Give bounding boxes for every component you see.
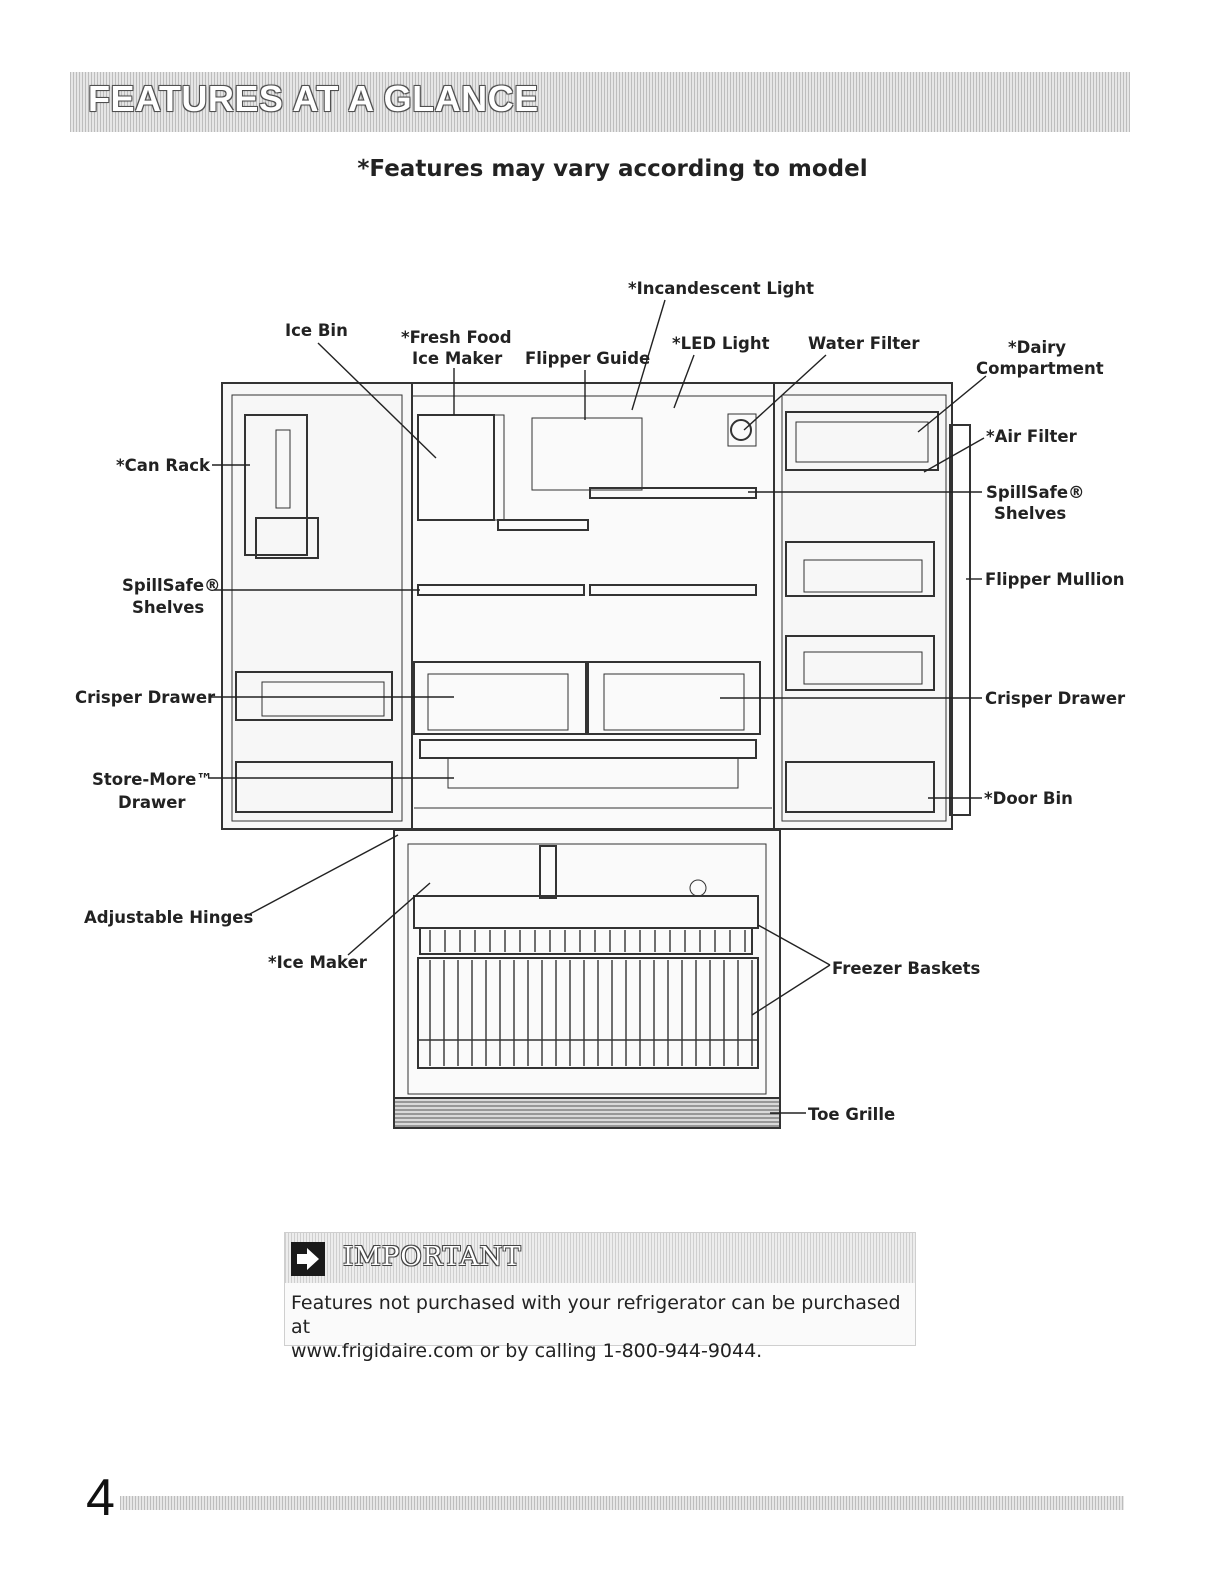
label-ice-maker: *Ice Maker bbox=[268, 953, 368, 972]
flipper-mullion bbox=[949, 424, 971, 816]
label-store-more-drawer: Drawer bbox=[118, 793, 186, 812]
freezer-basket-lower bbox=[417, 957, 759, 1069]
label-spillsafe-right: SpillSafe® bbox=[986, 483, 1085, 502]
freezer-basket-upper bbox=[419, 927, 753, 955]
label-flipper-mullion: Flipper Mullion bbox=[985, 570, 1125, 589]
footer-bar bbox=[120, 1496, 1124, 1510]
important-title: IMPORTANT bbox=[343, 1242, 522, 1272]
left-door-bin-upper bbox=[235, 671, 393, 721]
upper-shelf-right bbox=[589, 487, 757, 499]
leader-water-filter bbox=[743, 354, 827, 431]
store-more-drawer bbox=[447, 757, 739, 789]
label-spillsafe-left: SpillSafe® bbox=[122, 576, 221, 595]
leader-lines bbox=[208, 299, 987, 1114]
label-toe-grille: Toe Grille bbox=[808, 1105, 895, 1124]
important-header: IMPORTANT bbox=[285, 1233, 915, 1283]
can-rack-base bbox=[255, 517, 319, 559]
refrigerator-diagram: *Incandescent Light Ice Bin *Fresh Food … bbox=[75, 279, 1126, 1129]
right-door-bin-2 bbox=[785, 635, 935, 691]
subtitle: *Features may vary according to model bbox=[357, 156, 868, 182]
label-door-bin: *Door Bin bbox=[984, 789, 1073, 808]
important-line-2: www.frigidaire.com or by calling 1-800-9… bbox=[291, 1340, 763, 1362]
label-fresh-food-ice-maker: Ice Maker bbox=[412, 349, 503, 368]
dairy-compartment-door bbox=[795, 421, 929, 463]
label-incandescent-light: *Incandescent Light bbox=[628, 279, 814, 298]
callout-labels: *Incandescent Light Ice Bin *Fresh Food … bbox=[75, 279, 1126, 1124]
label-spillsafe-right-shelves: Shelves bbox=[994, 504, 1066, 523]
label-dairy: *Dairy bbox=[1008, 338, 1066, 357]
can-rack bbox=[244, 414, 308, 556]
label-store-more: Store-More™ bbox=[92, 770, 213, 789]
page-number: 4 bbox=[86, 1469, 115, 1527]
label-can-rack: *Can Rack bbox=[116, 456, 211, 475]
can-rack-slot bbox=[275, 429, 291, 509]
leader-dairy bbox=[917, 375, 987, 433]
cabinet bbox=[411, 382, 775, 830]
water-filter-cap bbox=[730, 419, 752, 441]
toe-grille bbox=[393, 1097, 781, 1129]
water-filter-housing bbox=[727, 413, 757, 447]
basket-wires bbox=[418, 930, 758, 1066]
crisper-drawer-left-front bbox=[427, 673, 569, 731]
header-banner: FEATURES AT A GLANCE bbox=[70, 72, 1130, 132]
leader-air-filter bbox=[923, 437, 985, 473]
label-freezer-baskets: Freezer Baskets bbox=[832, 959, 981, 978]
crisper-drawer-left bbox=[413, 661, 587, 735]
upper-shelf-center bbox=[497, 519, 589, 531]
important-line-1: Features not purchased with your refrige… bbox=[291, 1292, 901, 1338]
leader-ice-maker bbox=[347, 882, 431, 956]
middle-shelf-right bbox=[589, 584, 757, 596]
right-door-bin-1 bbox=[785, 541, 935, 597]
leader-incandescent-light bbox=[631, 299, 666, 411]
label-spillsafe-left-shelves: Shelves bbox=[132, 598, 204, 617]
label-led-light: *LED Light bbox=[672, 334, 770, 353]
arrow-right-icon bbox=[291, 1242, 325, 1276]
freezer-ice-maker bbox=[539, 845, 557, 899]
left-door-bin-upper-front bbox=[261, 681, 385, 717]
center-column bbox=[531, 417, 643, 491]
right-door-bin-2-front bbox=[803, 651, 923, 685]
right-door bbox=[773, 382, 953, 830]
label-crisper-drawer-left: Crisper Drawer bbox=[75, 688, 216, 707]
leader-led-light bbox=[673, 354, 695, 409]
leader-freezer-basket-lower bbox=[751, 964, 831, 1016]
page-title: FEATURES AT A GLANCE bbox=[88, 78, 539, 119]
important-body: Features not purchased with your refrige… bbox=[291, 1291, 911, 1363]
label-dairy-compartment: Compartment bbox=[976, 359, 1104, 378]
label-fresh-food: *Fresh Food bbox=[401, 328, 512, 347]
label-water-filter: Water Filter bbox=[808, 334, 920, 353]
leader-adjustable-hinges bbox=[247, 834, 399, 916]
right-door-bin-1-front bbox=[803, 559, 923, 593]
label-ice-bin: Ice Bin bbox=[285, 321, 348, 340]
leader-freezer-basket-upper bbox=[757, 924, 831, 966]
important-notice: IMPORTANT Features not purchased with yo… bbox=[284, 1232, 916, 1362]
label-adjustable-hinges: Adjustable Hinges bbox=[84, 908, 253, 927]
right-door-bin-3 bbox=[785, 761, 935, 813]
left-door-bin-lower bbox=[235, 761, 393, 813]
fridge-drawing bbox=[221, 382, 971, 1129]
dairy-compartment bbox=[785, 411, 939, 471]
label-flipper-guide: Flipper Guide bbox=[525, 349, 650, 368]
right-door-liner bbox=[781, 394, 947, 822]
left-door-liner bbox=[231, 394, 403, 822]
label-air-filter: *Air Filter bbox=[986, 427, 1078, 446]
crisper-drawer-right-front bbox=[603, 673, 745, 731]
leader-ice-bin bbox=[317, 342, 437, 459]
label-crisper-drawer-right: Crisper Drawer bbox=[985, 689, 1126, 708]
freezer-liner bbox=[407, 843, 767, 1095]
